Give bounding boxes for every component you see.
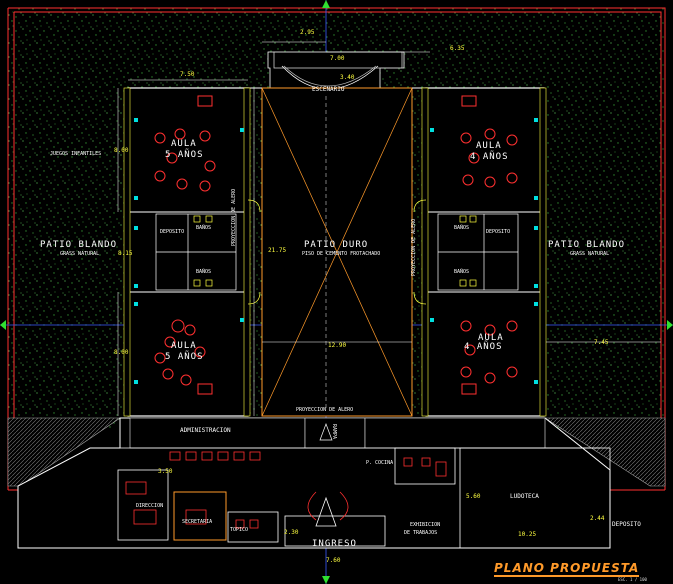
admin-furniture bbox=[125, 451, 447, 529]
dim-admin: 3.50 bbox=[158, 468, 173, 475]
aula-nw-age: 5 AÑOS bbox=[165, 150, 204, 160]
administration-block bbox=[17, 417, 611, 549]
secretaria-label: SECRETARIA bbox=[182, 519, 213, 525]
ludoteca-label: LUDOTECA bbox=[510, 493, 539, 500]
administracion-label: ADMINISTRACION bbox=[180, 427, 231, 434]
aula-se-age: 4 AÑOS bbox=[464, 342, 503, 352]
west-wing bbox=[123, 87, 262, 417]
aula-ne-label: AULA bbox=[476, 141, 502, 151]
patio-blando-e-sub: GRASS NATURAL bbox=[570, 251, 610, 257]
dim-side-w: 8.15 bbox=[118, 250, 133, 257]
hatched-areas bbox=[7, 417, 666, 487]
aula-ne-age: 4 AÑOS bbox=[470, 152, 509, 162]
patio-blando-w-sub: GRASS NATURAL bbox=[60, 251, 100, 257]
proyeccion-e-label: PROYECCION DE ALERO bbox=[411, 218, 417, 276]
ingreso-label: INGRESO bbox=[312, 539, 357, 549]
patio-duro bbox=[261, 87, 413, 417]
east-wing bbox=[412, 87, 547, 417]
proyeccion-w-label: PROYECCION DE ALERO bbox=[231, 188, 237, 246]
patio-duro-label: PATIO DURO bbox=[304, 240, 369, 250]
dim-top-left: 2.95 bbox=[300, 29, 315, 36]
banos-ne-label: BAÑOS bbox=[454, 225, 470, 231]
dim-deposito: 2.44 bbox=[590, 515, 605, 522]
dim-ludoteca: 5.60 bbox=[466, 493, 481, 500]
porteria-label: P. COCINA bbox=[366, 460, 394, 466]
aula-sw-age: 5 AÑOS bbox=[165, 352, 204, 362]
drawing-scale: ESC. 1 / 100 bbox=[618, 577, 647, 582]
doors bbox=[247, 199, 427, 305]
proyeccion-s-label: PROYECCION DE ALERO bbox=[296, 407, 354, 413]
juegos-label: JUEGOS INFANTILES bbox=[50, 151, 102, 157]
dim-side-e: 7.45 bbox=[594, 339, 609, 346]
patio-duro-sub: PISO DE CEMENTO FROTACHADO bbox=[302, 251, 381, 257]
banos-sw-label: BAÑOS bbox=[196, 269, 212, 275]
dimension-lines bbox=[117, 41, 661, 549]
banos-nw-label: BAÑOS bbox=[196, 225, 212, 231]
direccion-label: DIRECCION bbox=[136, 503, 164, 509]
dim-aula-h1: 8.00 bbox=[114, 147, 129, 154]
deposito-label: DEPOSITO bbox=[612, 521, 641, 528]
dim-patio-w: 12.90 bbox=[328, 342, 347, 349]
deposito-nw-label: DEPOSITO bbox=[160, 229, 185, 235]
dim-patio-h: 21.75 bbox=[268, 247, 287, 254]
dim-ludoteca-w: 10.25 bbox=[518, 531, 537, 538]
aula-se-label: AULA bbox=[478, 333, 504, 343]
dim-top-right: 6.35 bbox=[450, 45, 465, 52]
dim-ingreso-w: 2.30 bbox=[284, 529, 299, 536]
exhibicion-label: EXHIBICION bbox=[410, 522, 441, 528]
classroom-furniture bbox=[154, 95, 518, 395]
escenario-label: ESCENARIO bbox=[312, 86, 345, 93]
banos-se-label: BAÑOS bbox=[454, 269, 470, 275]
rampa-label: RAMPA bbox=[331, 424, 337, 440]
dim-escenario-w: 7.00 bbox=[330, 55, 345, 62]
topico-label: TOPICO bbox=[230, 527, 249, 533]
patio-blando-e-label: PATIO BLANDO bbox=[548, 240, 626, 250]
drawing-title: PLANO PROPUESTA bbox=[494, 561, 640, 577]
dim-escenario-h: 3.40 bbox=[340, 74, 355, 81]
patio-blando-w-label: PATIO BLANDO bbox=[40, 240, 118, 250]
exhibicion-label-2: DE TRABAJOS bbox=[404, 530, 438, 536]
windows bbox=[134, 118, 538, 384]
deposito-ne-label: DEPOSITO bbox=[486, 229, 511, 235]
aula-sw-label: AULA bbox=[171, 341, 197, 351]
dim-ingreso: 7.60 bbox=[326, 557, 341, 564]
aula-nw-label: AULA bbox=[171, 139, 197, 149]
dim-aula-h2: 8.00 bbox=[114, 349, 129, 356]
dim-aula-w: 7.50 bbox=[180, 71, 195, 78]
bathroom-fixtures bbox=[193, 215, 477, 287]
